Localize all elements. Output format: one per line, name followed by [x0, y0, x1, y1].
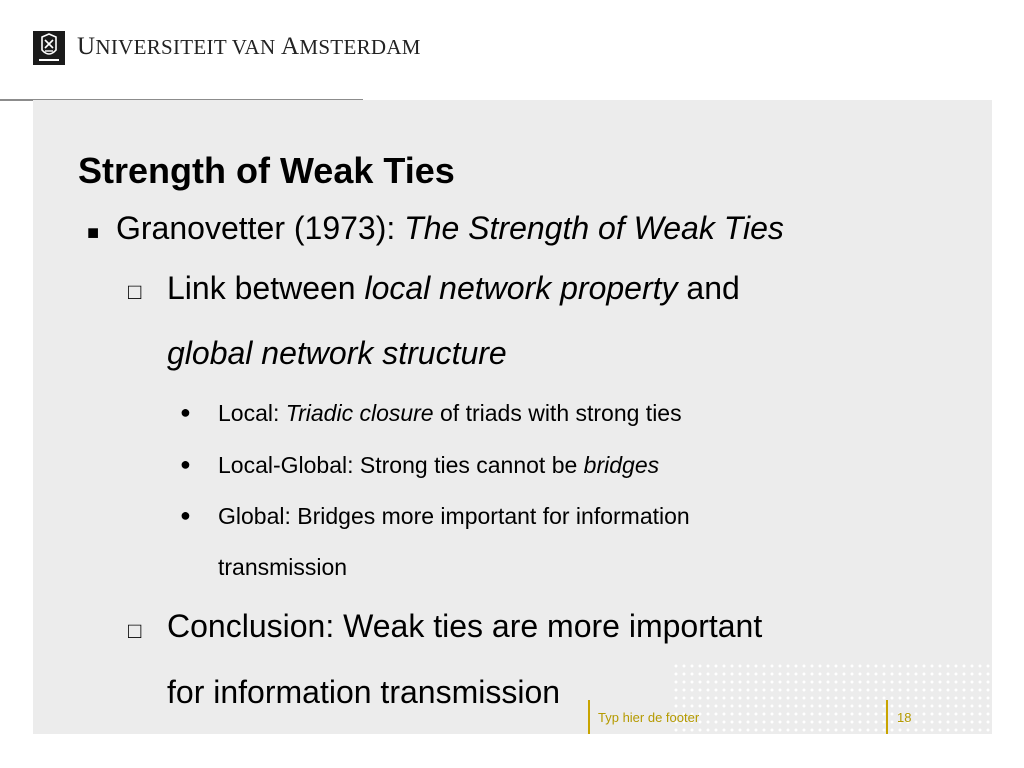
hollow-square-bullet-icon: □: [128, 618, 142, 643]
hollow-square-bullet-icon: □: [128, 279, 142, 304]
university-name: UNIVERSITEIT VAN AMSTERDAM: [77, 33, 421, 60]
page-number: 18: [897, 710, 912, 725]
bullet-conclusion: Conclusion: Weak ties are more important: [167, 608, 763, 644]
square-bullet-icon: ■: [87, 222, 100, 244]
slide-title: Strength of Weak Ties: [78, 150, 455, 191]
footer-text: Typ hier de footer: [598, 710, 700, 725]
bullet-granovetter: Granovetter (1973): The Strength of Weak…: [116, 210, 784, 246]
footer-divider: [588, 700, 590, 734]
slide-content: Strength of Weak Ties ■ Granovetter (197…: [33, 100, 992, 734]
page-number-divider: [886, 700, 888, 734]
round-bullet-icon: ●: [180, 402, 191, 422]
header: UNIVERSITEIT VAN AMSTERDAM: [0, 0, 1024, 101]
bullet-link-between-cont: global network structure: [167, 335, 507, 371]
bullet-link-between: Link between local network property and: [167, 270, 740, 306]
bullet-local-global: Local-Global: Strong ties cannot be brid…: [218, 452, 660, 478]
round-bullet-icon: ●: [180, 505, 191, 525]
round-bullet-icon: ●: [180, 454, 191, 474]
uva-crest-icon: [33, 31, 65, 65]
bullet-conclusion-cont: for information transmission: [167, 674, 561, 710]
bullet-global-cont: transmission: [218, 554, 348, 580]
bullet-local: Local: Triadic closure of triads with st…: [218, 400, 682, 426]
bullet-global: Global: Bridges more important for infor…: [218, 503, 690, 529]
dot-pattern: [672, 662, 992, 734]
